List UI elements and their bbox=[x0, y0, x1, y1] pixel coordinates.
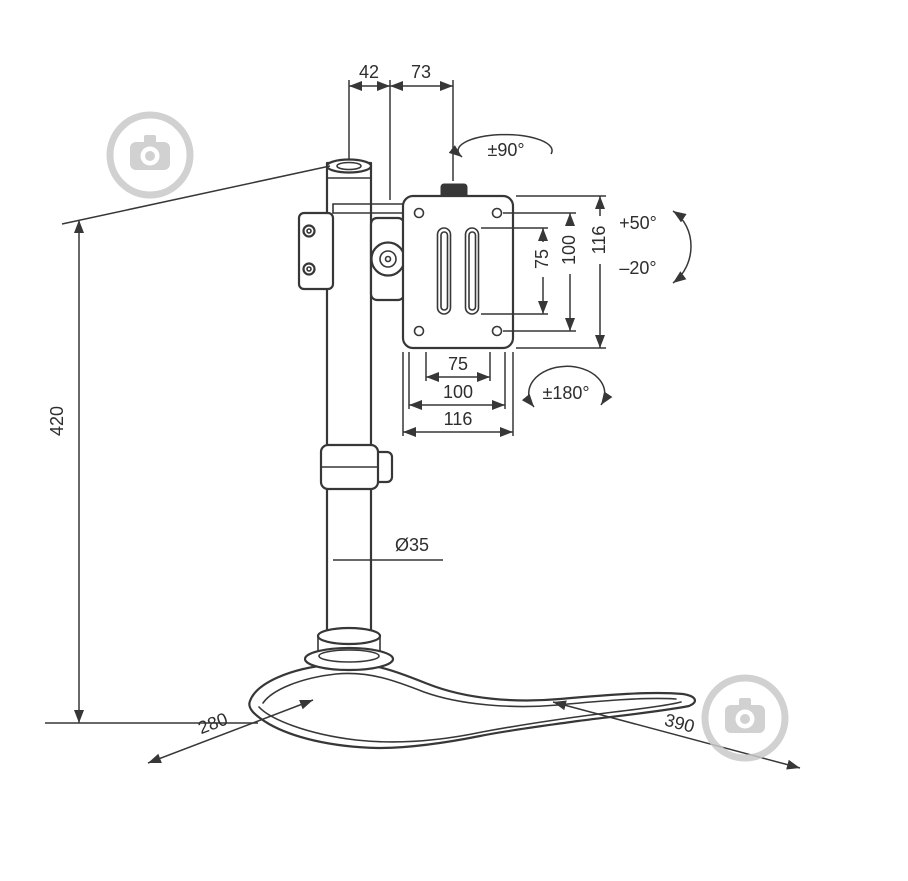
label-mask bbox=[560, 226, 580, 274]
watermark-logo-icon bbox=[701, 674, 789, 762]
watermark-glyph-lens-inner bbox=[145, 151, 155, 161]
dimension-label-73: 73 bbox=[411, 62, 431, 82]
dimension-label-116v: 116 bbox=[589, 226, 609, 255]
dim-plate-width-116: 116 bbox=[402, 352, 514, 437]
column-flange bbox=[303, 646, 395, 672]
dim-vesa-vertical-100: 100 bbox=[503, 212, 580, 332]
vesa-slot-right bbox=[464, 227, 480, 315]
swivel-arrow bbox=[521, 365, 613, 408]
watermark-ring bbox=[106, 111, 194, 199]
column-collar bbox=[316, 626, 382, 646]
vesa-hole-top-left bbox=[413, 207, 425, 219]
pole-top-cap-inner bbox=[336, 161, 362, 171]
pivot-joint-center bbox=[384, 255, 392, 263]
label-mask bbox=[590, 216, 610, 264]
vesa-hole-bottom-right bbox=[491, 325, 503, 337]
dim-stand-height: 420 bbox=[45, 165, 331, 724]
vesa-hole-top-right bbox=[491, 207, 503, 219]
clamp-screw-bottom-center bbox=[306, 266, 312, 272]
dimension-label-75v: 75 bbox=[532, 249, 552, 269]
swivel-annotation: ±180° bbox=[521, 365, 613, 408]
clamp-screw-top-center bbox=[306, 228, 312, 234]
dim-vesa-horizontal-100: 100 bbox=[408, 352, 506, 410]
watermarks bbox=[106, 111, 789, 762]
pole-top-cap bbox=[325, 158, 373, 174]
vesa-hole-bottom-left bbox=[413, 325, 425, 337]
column-flange-inner bbox=[318, 649, 380, 663]
dimension-label-42: 42 bbox=[359, 62, 379, 82]
pole-clamp-bracket bbox=[297, 211, 335, 291]
dim-plate-height-116: 116 bbox=[516, 195, 610, 349]
watermark-logo-icon bbox=[106, 111, 194, 199]
rotation-arrow bbox=[448, 133, 553, 158]
rotation-label: ±90° bbox=[487, 140, 524, 160]
pivot-joint bbox=[370, 241, 406, 277]
tilt-annotation: +50° –20° bbox=[619, 210, 692, 284]
dimension-label-100v: 100 bbox=[559, 235, 579, 265]
dim-joint-to-plate: 73 bbox=[390, 62, 454, 181]
dimension-label-75h: 75 bbox=[448, 354, 468, 374]
clamp-screw-top bbox=[302, 224, 316, 238]
tilt-up-label: +50° bbox=[619, 213, 657, 233]
vesa-slot-right-inner bbox=[468, 231, 477, 311]
tilt-arrow bbox=[672, 210, 692, 284]
watermark-glyph-top bbox=[739, 698, 751, 707]
clamp-screw-bottom bbox=[302, 262, 316, 276]
watermark-glyph-top bbox=[144, 135, 156, 144]
vesa-slot-left-inner bbox=[440, 231, 449, 311]
dimension-line bbox=[147, 699, 314, 764]
extension-line-diagonal bbox=[61, 165, 331, 225]
dim-vesa-horizontal-75: 75 bbox=[425, 352, 491, 382]
dim-pole-diameter: Ø35 bbox=[333, 535, 443, 561]
swivel-label: ±180° bbox=[542, 383, 589, 403]
tilt-down-label: –20° bbox=[619, 258, 656, 278]
vesa-slot-left bbox=[436, 227, 452, 315]
vesa-plate bbox=[401, 194, 515, 350]
watermark-ring bbox=[701, 674, 789, 762]
watermark-glyph-lens-inner bbox=[740, 714, 750, 724]
dim-pole-to-joint: 42 bbox=[348, 62, 391, 200]
base-outline bbox=[248, 662, 697, 750]
dimension-label-100h: 100 bbox=[443, 382, 473, 402]
pivot-joint-inner bbox=[379, 250, 397, 268]
label-mask bbox=[533, 242, 553, 277]
dimension-label-116h: 116 bbox=[444, 409, 473, 429]
rotation-annotation: ±90° bbox=[448, 133, 553, 160]
dim-vesa-vertical-75: 75 bbox=[481, 227, 553, 315]
dimension-label-420: 420 bbox=[47, 406, 67, 436]
stand-drawing bbox=[248, 158, 697, 750]
pole-body bbox=[325, 161, 373, 634]
dimension-label-d35: Ø35 bbox=[395, 535, 429, 555]
dimension-annotations: 42 73 ±90° +50° –20° 75 bbox=[45, 62, 801, 770]
